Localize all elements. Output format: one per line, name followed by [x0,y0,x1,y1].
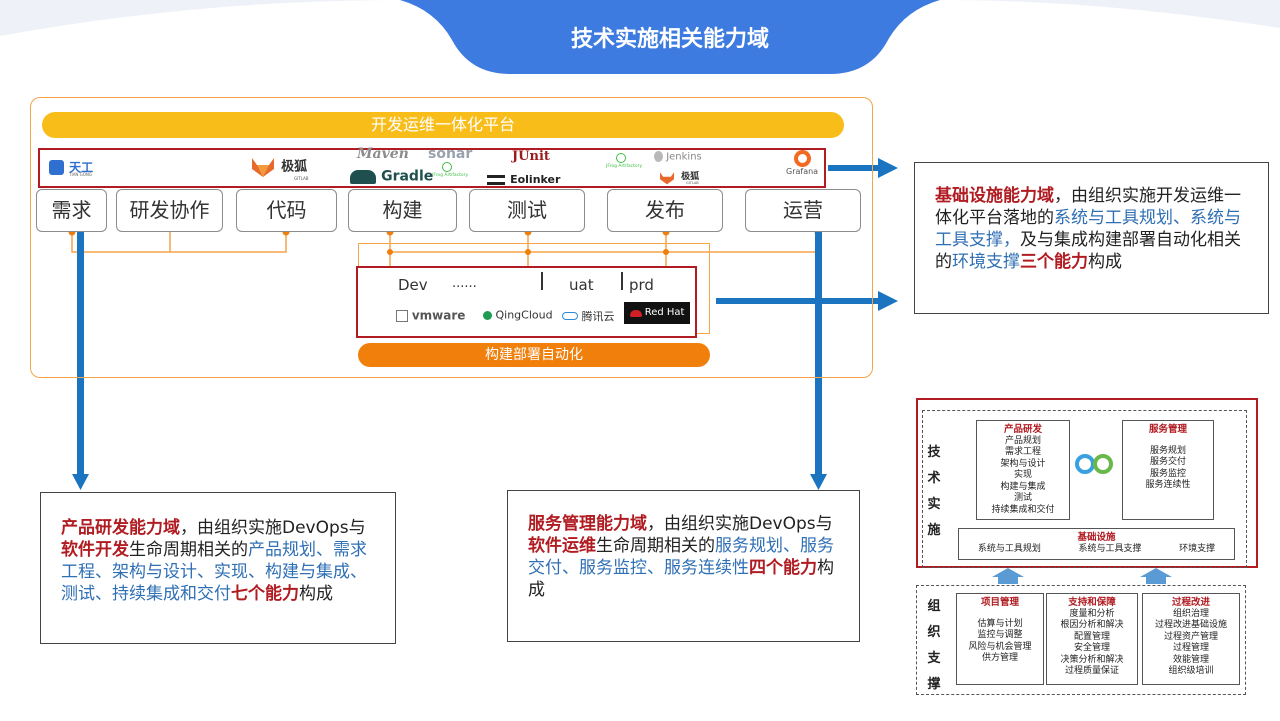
fox-icon [252,158,274,177]
model-service-box: 服务管理 服务规划 服务交付 服务监控 服务连续性 [1122,420,1214,520]
env-divider-2 [621,272,623,290]
product-domain-textbox: 产品研发能力域，由组织实施DevOps与软件开发生命周期相关的产品规划、需求工程… [40,492,396,644]
jihu-gitlab-logo-2: 极狐 GITLAB [658,169,699,185]
redhat-logo: Red Hat [624,302,690,324]
qingcloud-icon [483,310,492,320]
env-uat: uat [569,276,594,294]
jfrog-logo-2: JFrog Artifactory [606,153,642,170]
jfrog-logo-1: JFrog Artifactory [432,162,468,179]
jenkins-icon [654,151,663,162]
env-dots: ...... [452,276,477,291]
stage-test: 测试 [469,189,585,232]
grafana-logo: Grafana [786,150,818,176]
grafana-icon [793,150,811,167]
frog-icon [442,162,452,172]
deploy-automation-bar: 构建部署自动化 [358,343,710,367]
vmware-logo: vmware [396,308,465,323]
jenkins-logo: Jenkins [654,151,702,163]
header-banner [0,0,1280,74]
maven-logo: Maven [357,146,409,162]
page-title: 技术实施相关能力域 [570,27,769,52]
stage-build: 构建 [348,189,457,232]
stage-release: 发布 [607,189,723,232]
jihu-gitlab-logo: 极狐 GITLAB [250,156,309,181]
elephant-icon [350,169,376,184]
qingcloud-logo: QingCloud [483,308,553,322]
model-product-box: 产品研发 产品规划 需求工程 架构与设计 实现 构建与集成 测试 持续集成和交付 [976,420,1070,520]
model-org-frame [916,585,1246,695]
model-up-arrows [992,568,1172,584]
tools-logo-box: 天工 TIAN GONG 极狐 GITLAB Maven sonar Gradl… [38,146,826,188]
tiangong-icon [49,160,64,175]
env-prd: prd [629,276,654,294]
model-side-org: 组织支撑 [927,599,941,692]
junit-logo: JUnit [512,149,550,164]
eolinker-logo: Eolinker [487,171,560,187]
model-project-box: 项目管理 估算与计划 监控与调整 风险与机会管理 供方管理 [956,593,1044,685]
model-side-tech: 技术实施 [927,445,941,538]
model-infra-box: 基础设施 系统与工具规划 系统与工具支撑 环境支撑 [958,528,1235,560]
tiangong-logo: 天工 TIAN GONG [49,159,93,177]
model-support-box: 支持和保障 度量和分析 根因分析和解决 配置管理 安全管理 决策分析和解决 过程… [1046,593,1138,685]
stage-code: 代码 [236,189,337,232]
stage-requirement: 需求 [36,189,107,232]
eolinker-icon [487,174,505,185]
service-domain-textbox: 服务管理能力域，由组织实施DevOps与软件运维生命周期相关的服务规划、服务交付… [507,490,860,642]
devops-loop-icon [1075,454,1113,474]
gradle-logo: Gradle [350,168,433,184]
frog-icon-2 [616,153,626,163]
model-process-box: 过程改进 组织治理 过程改进基础设施 过程资产管理 过程管理 效能管理 组织级培… [1142,593,1240,685]
fox-icon-2 [660,171,674,184]
vmware-icon [396,309,408,322]
tencent-cloud-icon [562,312,578,320]
platform-title-bar: 开发运维一体化平台 [42,112,844,138]
infra-domain-textbox: 基础设施能力域，由组织实施开发运维一体化平台落地的系统与工具规划、系统与工具支撑… [914,162,1269,314]
redhat-icon [629,309,642,317]
stage-collaboration: 研发协作 [116,189,223,232]
infra-env-box: Dev ...... uat prd vmware QingCloud 腾讯云 … [356,266,697,338]
sonar-logo: sonar [428,146,473,162]
stage-operation: 运营 [745,189,861,232]
tencent-cloud-logo: 腾讯云 [562,308,615,324]
env-divider-1 [541,272,543,290]
env-dev: Dev [398,276,428,294]
platform-frame [30,97,873,378]
model-tech-inner [922,410,1247,568]
